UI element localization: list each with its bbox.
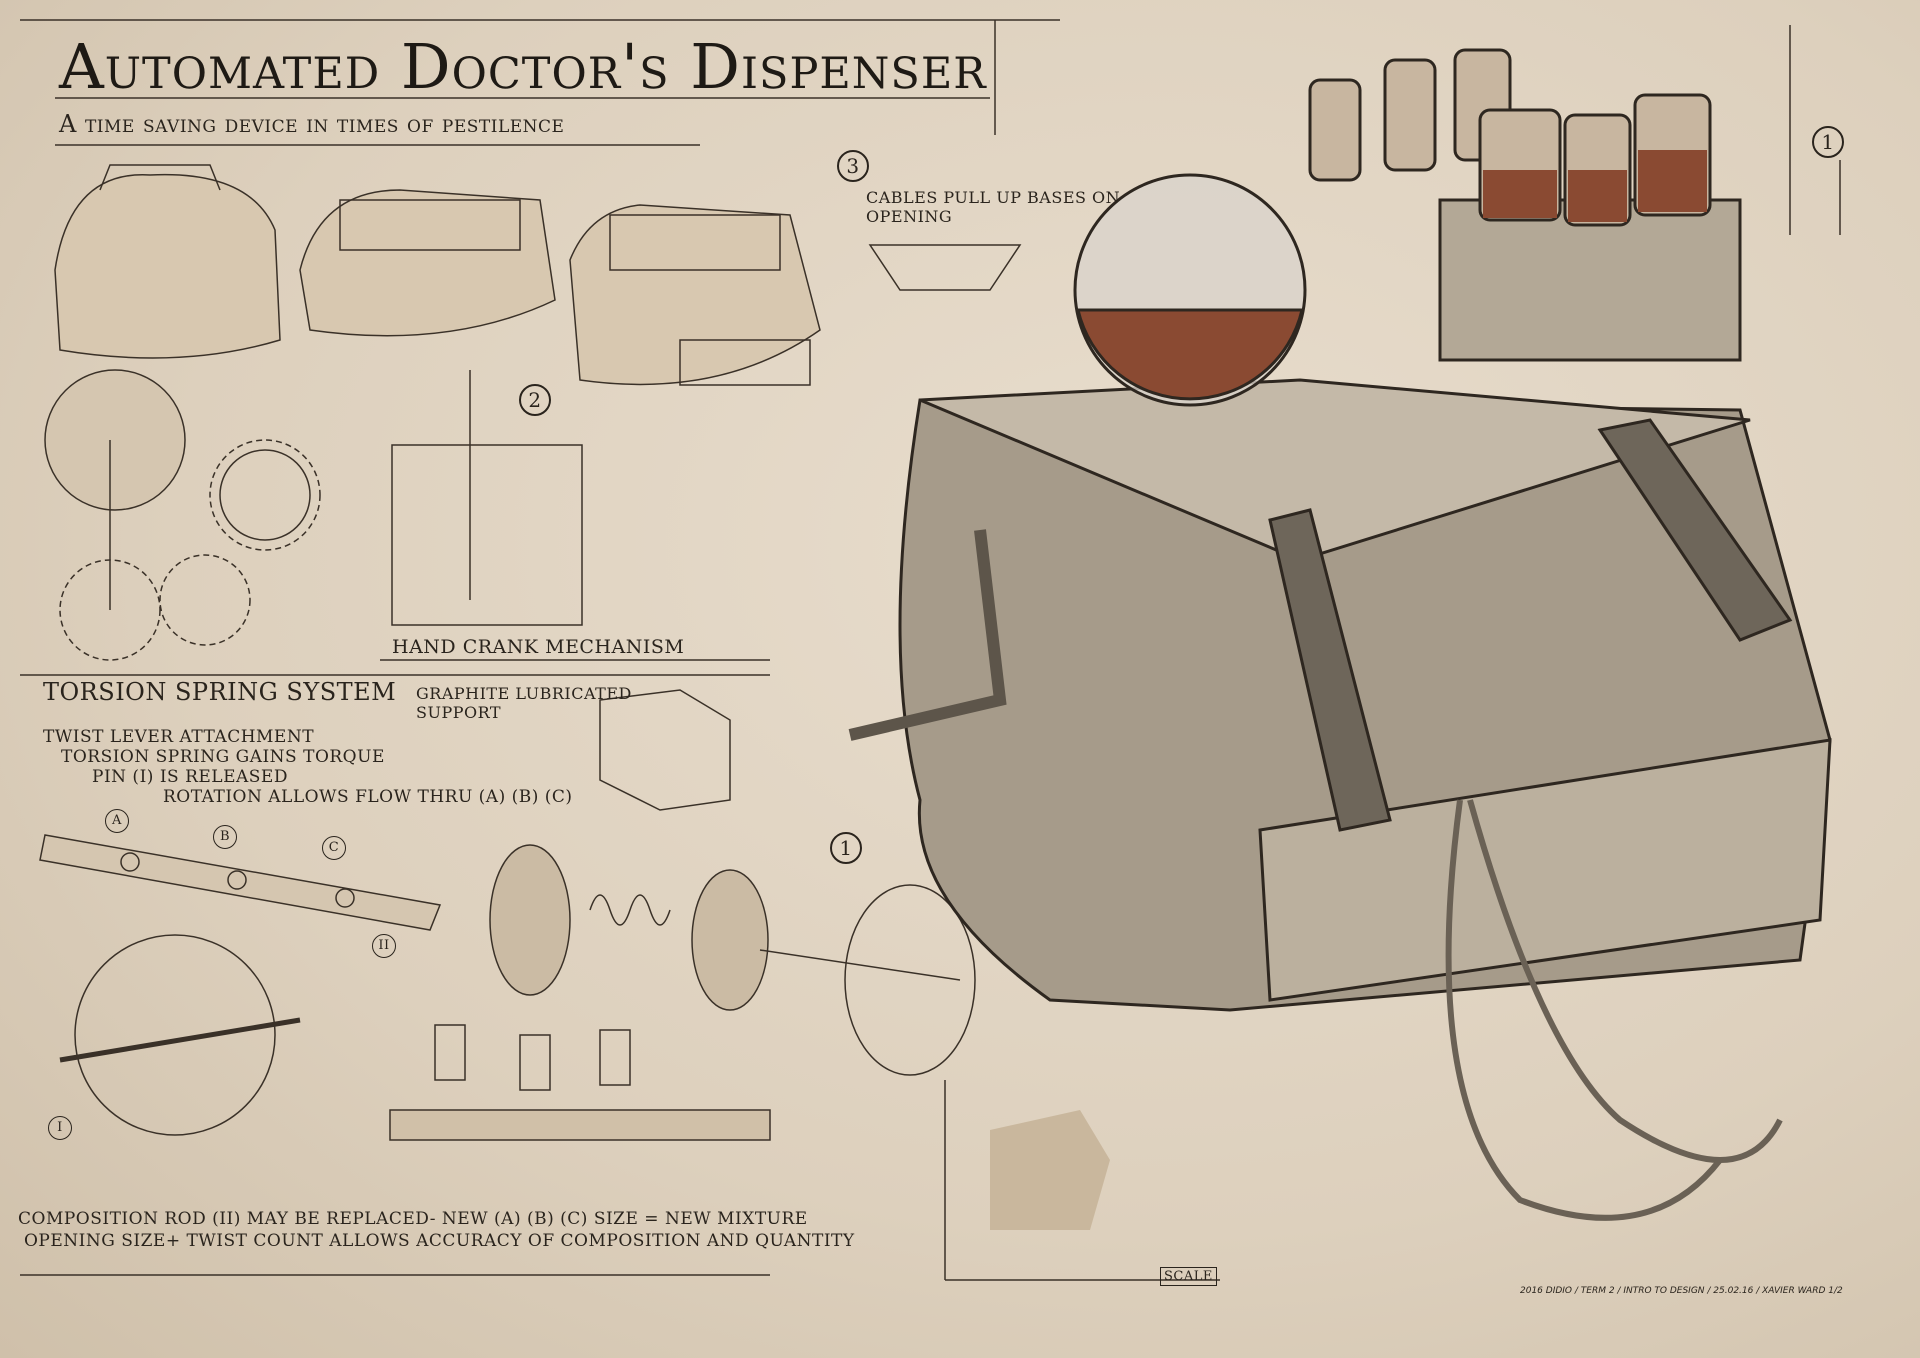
cables-note-line: CABLES PULL UP BASES ON: [866, 188, 1121, 207]
page-subtitle: A time saving device in times of pestile…: [59, 110, 565, 138]
artist-signature: 2016 DIDIO / TERM 2 / INTRO TO DESIGN / …: [1520, 1286, 1843, 1296]
composition-rod: [39, 834, 442, 931]
page-title: Automated Doctor's Dispenser: [59, 30, 987, 103]
gear-sketches: [44, 369, 321, 661]
bag-sketch-opening: [299, 189, 556, 337]
torsion-section-title: TORSION SPRING SYSTEM: [43, 678, 397, 706]
label-b: B: [213, 825, 237, 849]
torsion-step: TWIST LEVER ATTACHMENT: [43, 727, 315, 747]
label-ii: II: [372, 934, 396, 958]
bag-sketch-open: [569, 204, 821, 386]
scale-label: SCALE: [1160, 1267, 1217, 1286]
graphite-note-line: SUPPORT: [416, 703, 502, 722]
torsion-step: TORSION SPRING GAINS TORQUE: [61, 747, 385, 767]
bag-sketch-closed: [54, 164, 281, 359]
label-i: I: [48, 1116, 72, 1140]
label-c: C: [322, 836, 346, 860]
label-a: A: [105, 809, 129, 833]
composition-note: COMPOSITION ROD (II) MAY BE REPLACED- NE…: [18, 1209, 808, 1229]
dispenser-illustration: [848, 48, 1832, 1221]
callout-2: 2: [519, 384, 551, 416]
torsion-step: PIN (I) IS RELEASED: [92, 767, 288, 787]
graphite-note: GRAPHITE LUBRICATED SUPPORT: [416, 684, 632, 722]
callout-1-torsion: 1: [830, 832, 862, 864]
cables-note: CABLES PULL UP BASES ON OPENING: [866, 188, 1120, 226]
composition-note: OPENING SIZE+ TWIST COUNT ALLOWS ACCURAC…: [24, 1231, 855, 1251]
torsion-step: ROTATION ALLOWS FLOW THRU (A) (B) (C): [163, 787, 573, 807]
graphite-note-line: GRAPHITE LUBRICATED: [416, 684, 632, 703]
callout-1-main: 1: [1812, 126, 1844, 158]
hand-crank-label: HAND CRANK MECHANISM: [392, 636, 685, 658]
cables-note-line: OPENING: [866, 207, 953, 226]
callout-3: 3: [837, 150, 869, 182]
